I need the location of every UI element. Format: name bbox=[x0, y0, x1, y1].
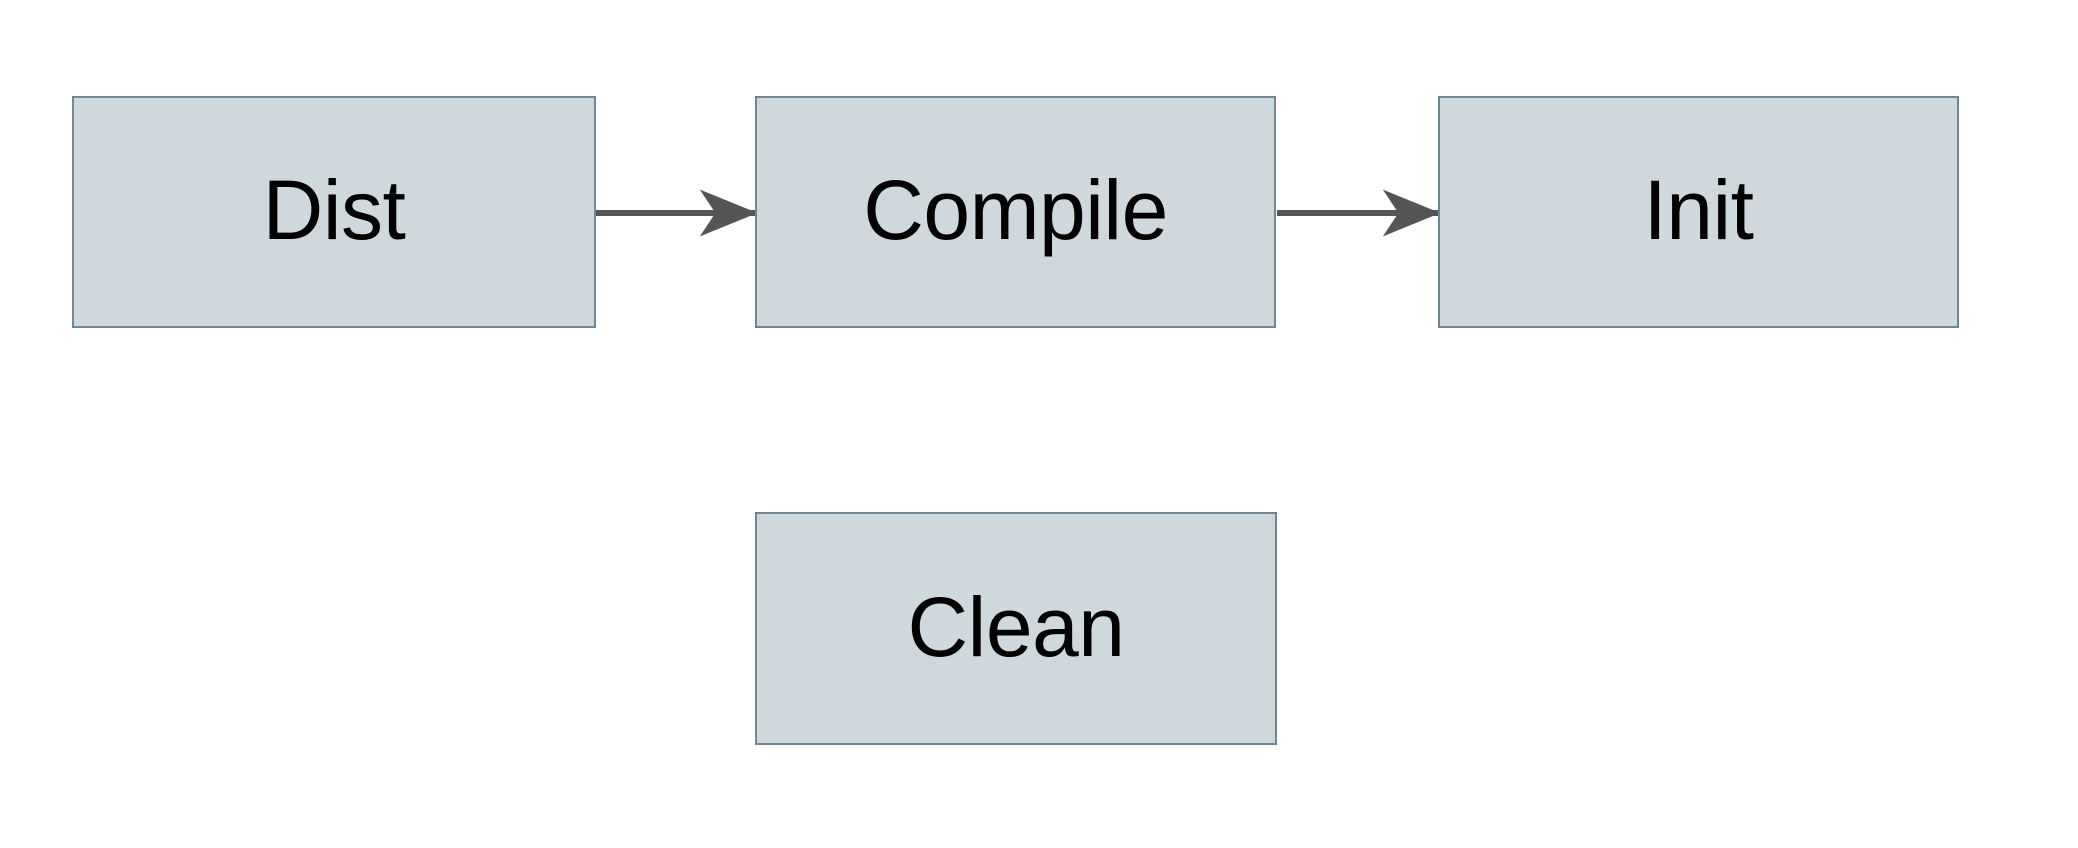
node-compile[interactable]: Compile bbox=[755, 96, 1276, 328]
node-init[interactable]: Init bbox=[1438, 96, 1959, 328]
edge-hitbox-dist-to-compile[interactable] bbox=[596, 193, 755, 233]
node-label-clean: Clean bbox=[907, 579, 1125, 674]
node-label-compile: Compile bbox=[863, 163, 1168, 257]
node-label-init: Init bbox=[1643, 163, 1754, 257]
node-label-dist: Dist bbox=[262, 163, 406, 257]
edge-hitbox-compile-to-init[interactable] bbox=[1277, 193, 1438, 233]
node-dist[interactable]: Dist bbox=[72, 96, 596, 328]
node-clean[interactable]: Clean bbox=[755, 512, 1277, 745]
